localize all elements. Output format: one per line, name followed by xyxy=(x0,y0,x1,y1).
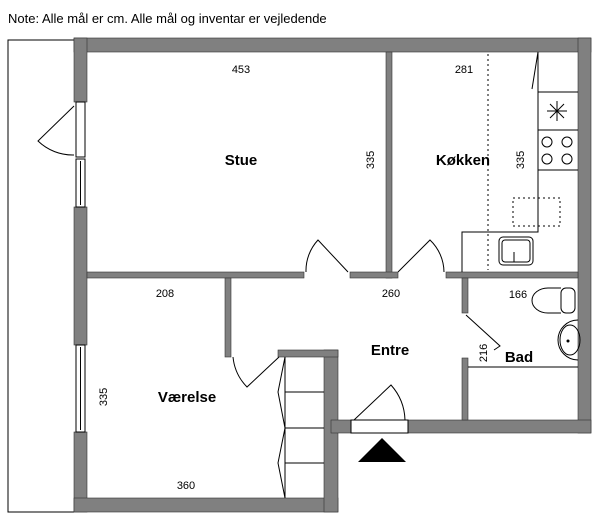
wardrobe[interactable] xyxy=(277,356,324,499)
wall-stue-kokken xyxy=(385,51,393,279)
dim-stue-width: 453 xyxy=(232,64,250,76)
balcony-outline xyxy=(7,39,74,513)
dim-bad-depth: 216 xyxy=(478,344,490,362)
wall-entre-bottom-right xyxy=(407,419,592,434)
wall-top xyxy=(73,37,592,53)
entrance-arrow-icon xyxy=(358,438,406,462)
dim-vaerelse-top: 208 xyxy=(156,288,174,300)
hob-icon xyxy=(538,136,578,171)
kitchen-fan-icon xyxy=(538,101,578,131)
dishwasher-outline xyxy=(512,197,561,227)
plan-note: Note: Alle mål er cm. Alle mål og invent… xyxy=(8,11,327,26)
room-label-bad: Bad xyxy=(505,349,533,366)
wall-bottom-vaerelse xyxy=(73,497,339,513)
dim-bad-width: 166 xyxy=(509,289,527,301)
dim-entre-width: 260 xyxy=(382,288,400,300)
dim-stue-depth: 335 xyxy=(365,151,377,169)
wall-left-middle xyxy=(73,206,88,346)
wall-left-upper xyxy=(73,37,88,103)
wall-mid-1 xyxy=(86,271,305,279)
wall-mid-2 xyxy=(349,271,399,279)
kitchen-sink-icon xyxy=(498,236,534,266)
toilet-icon xyxy=(531,287,576,314)
wall-mid-3 xyxy=(445,271,579,279)
door-vaerelse[interactable] xyxy=(232,356,280,388)
fridge-door xyxy=(531,51,539,90)
balcony-door[interactable] xyxy=(37,101,86,158)
dim-kokken-depth: 335 xyxy=(515,151,527,169)
wall-vaerelse-entre xyxy=(224,277,232,358)
room-label-entre: Entre xyxy=(371,342,409,359)
wall-right xyxy=(577,37,592,434)
room-label-vaerelse: Værelse xyxy=(158,389,216,406)
dim-vaerelse-depth: 335 xyxy=(98,388,110,406)
door-entrance[interactable] xyxy=(350,384,409,434)
room-label-kokken: Køkken xyxy=(436,152,490,169)
door-kokken[interactable] xyxy=(397,239,445,273)
kitchen-counter xyxy=(461,52,539,272)
wall-wardrobe-top xyxy=(277,349,339,358)
door-bad[interactable] xyxy=(465,314,501,351)
door-stue[interactable] xyxy=(305,239,349,273)
bathroom-sink-icon xyxy=(557,319,581,361)
wall-entre-bottom-left xyxy=(330,419,352,434)
room-label-stue: Stue xyxy=(225,152,258,169)
wall-bad-upper xyxy=(461,277,469,314)
wall-bad-lower xyxy=(461,357,469,421)
dim-vaerelse-bottom: 360 xyxy=(177,480,195,492)
dim-kokken-width: 281 xyxy=(455,64,473,76)
